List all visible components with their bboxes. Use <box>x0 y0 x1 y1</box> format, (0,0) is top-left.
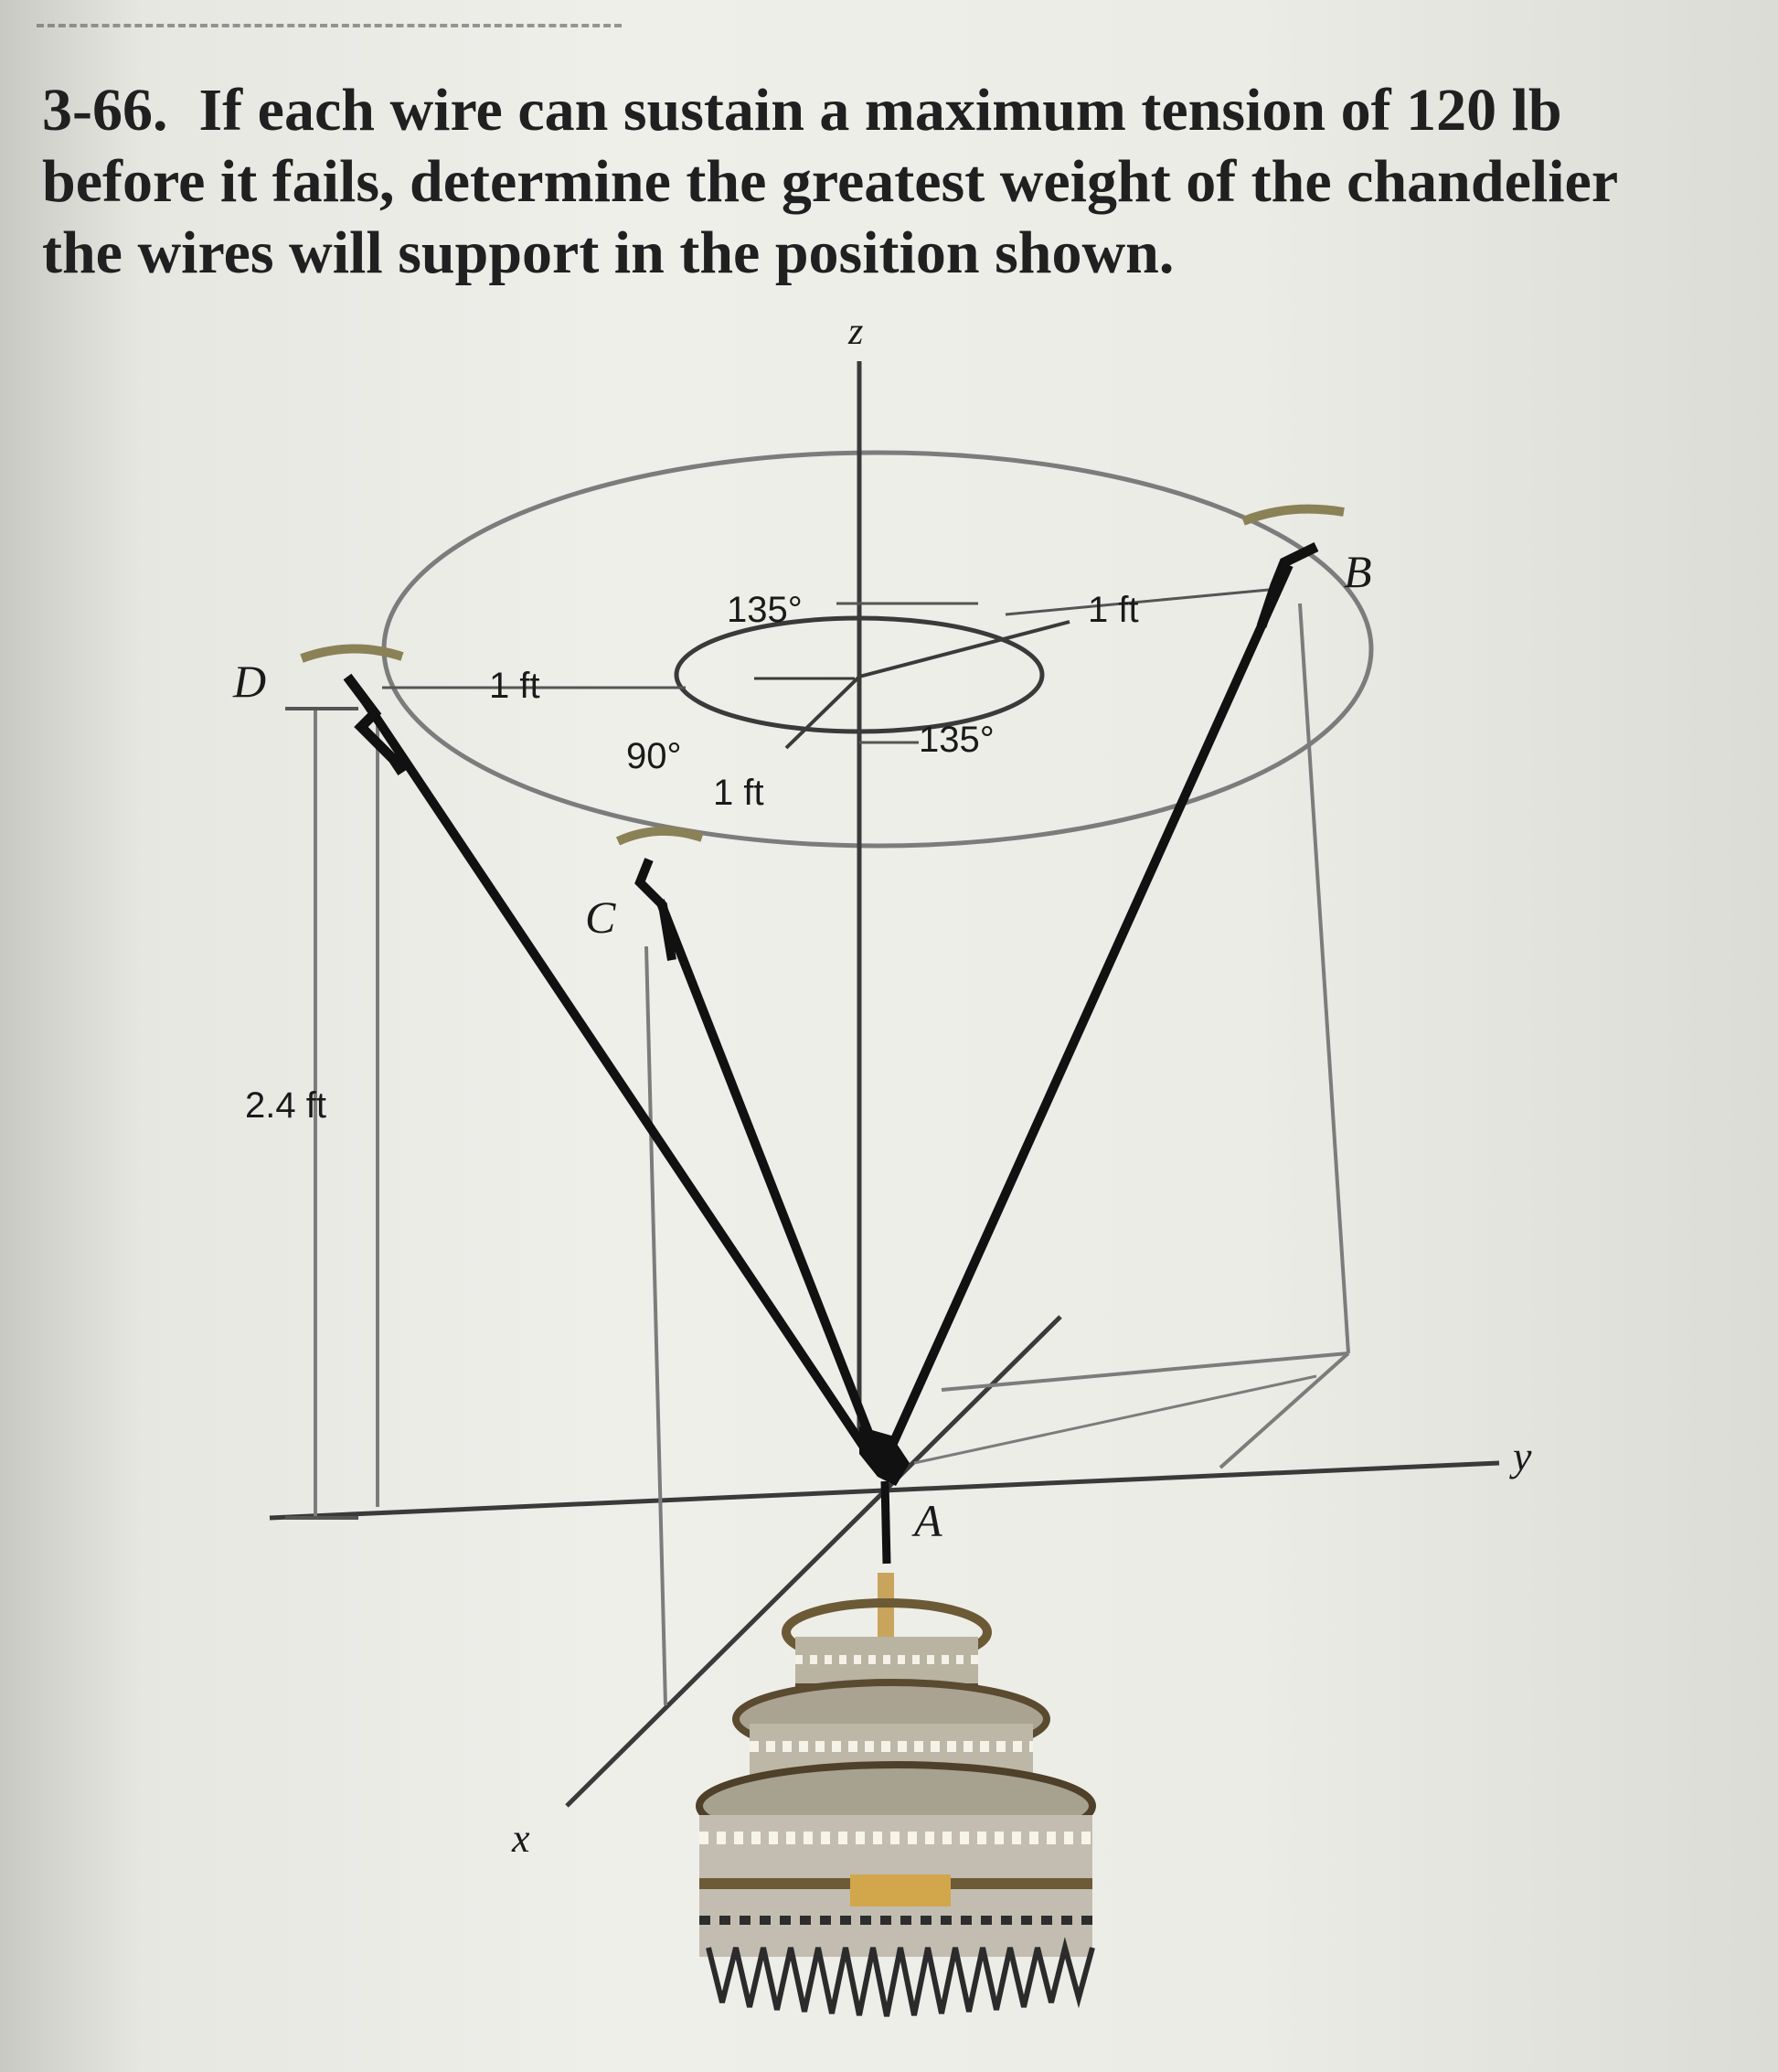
dim-angle-left: 90° <box>626 736 682 776</box>
b-base-line-2 <box>1219 1351 1350 1469</box>
label-c: C <box>585 892 616 943</box>
node-a <box>859 1426 910 1565</box>
y-axis-label: y <box>1509 1433 1532 1479</box>
hook-d <box>300 644 407 776</box>
hook-c <box>615 826 704 961</box>
label-d: D <box>232 656 266 707</box>
leader-b-radius <box>1005 588 1270 616</box>
radius-line-c <box>784 675 861 750</box>
radius-line-b <box>858 620 1070 678</box>
wire-ac <box>655 899 887 1469</box>
wire-ab <box>878 562 1294 1470</box>
dim-height: 2.4 ft <box>245 1085 326 1126</box>
label-a: A <box>911 1495 942 1546</box>
dim-radius-b: 1 ft <box>1088 590 1139 630</box>
b-projection <box>1298 603 1350 1354</box>
label-b: B <box>1344 546 1372 597</box>
problem-statement: 3-66.If each wire can sustain a maximum … <box>42 75 1678 289</box>
c-projection <box>644 945 667 1706</box>
wire-ad <box>357 692 882 1470</box>
header-rule <box>37 24 622 31</box>
b-base-line-3 <box>913 1374 1317 1465</box>
dim-radius-c: 1 ft <box>713 773 764 813</box>
problem-number: 3-66. <box>42 77 168 144</box>
ceiling-circle <box>381 450 1374 849</box>
x-axis <box>565 1315 1062 1808</box>
z-axis-label: z <box>847 311 863 353</box>
hook-b <box>1241 504 1345 628</box>
dim-angle-right: 135° <box>919 720 995 760</box>
chandelier-illustration <box>696 1573 1096 2017</box>
problem-text: If each wire can sustain a maximum tensi… <box>42 77 1617 286</box>
b-base-line-1 <box>941 1351 1349 1392</box>
dim-angle-top: 135° <box>727 590 803 630</box>
dim-radius-d: 1 ft <box>489 666 540 706</box>
x-axis-label: x <box>511 1816 530 1861</box>
